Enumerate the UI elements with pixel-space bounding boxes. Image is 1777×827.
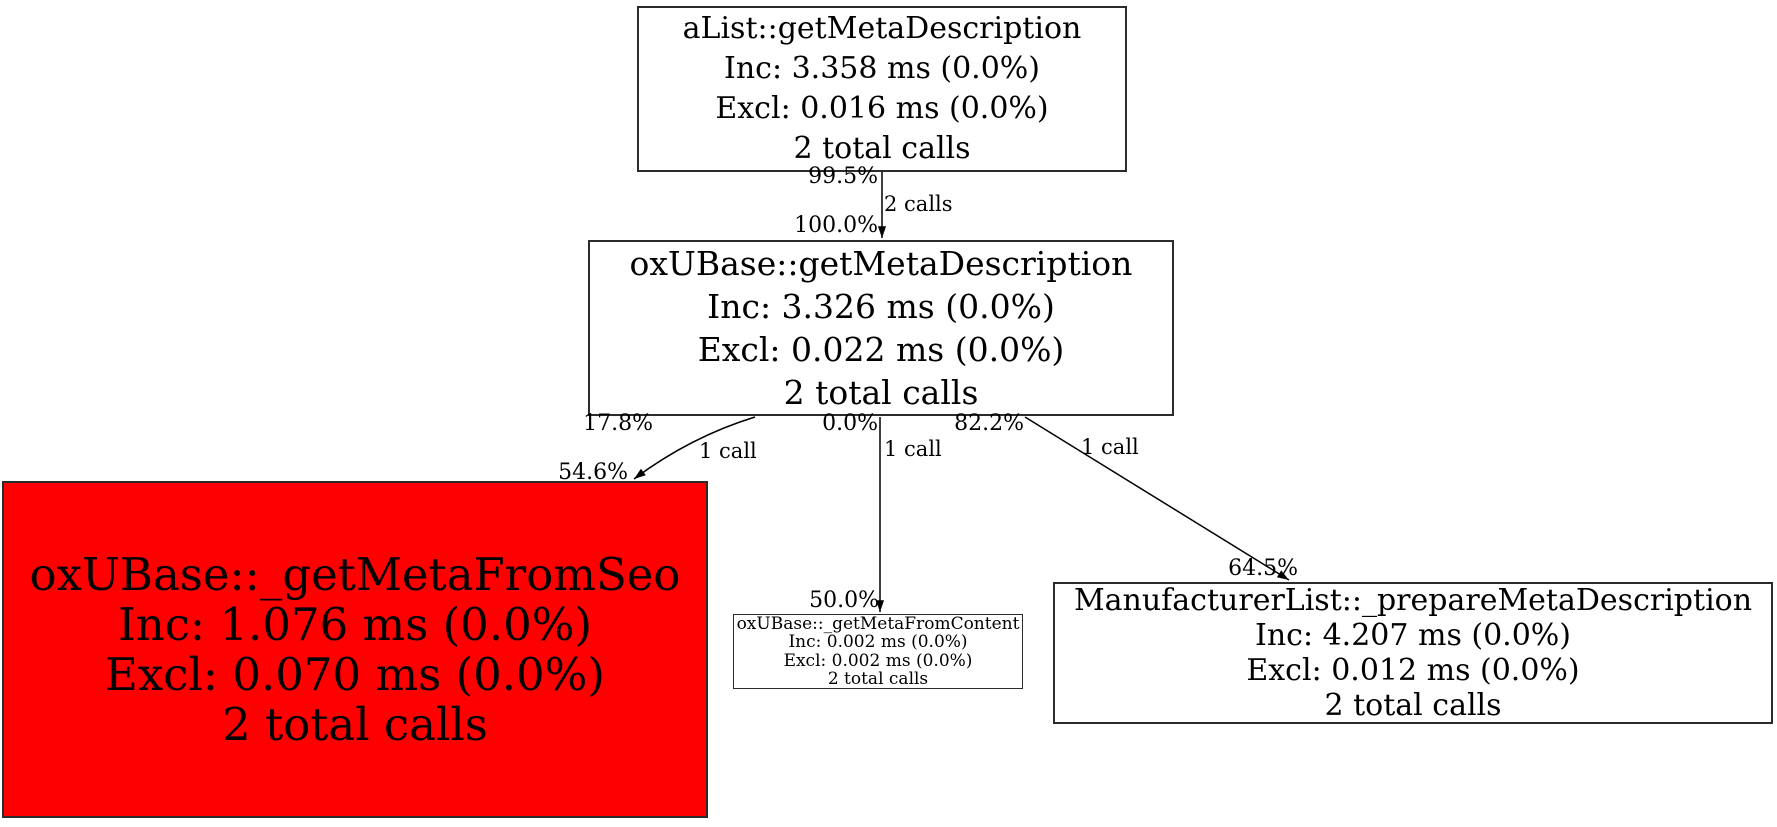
node-inclusive-time: Inc: 3.326 ms (0.0%) (707, 287, 1055, 326)
node-exclusive-time: Excl: 0.002 ms (0.0%) (783, 650, 973, 671)
node-inclusive-time: Inc: 1.076 ms (0.0%) (117, 597, 593, 651)
edge-target-percent-label: 54.6% (558, 460, 628, 485)
node-exclusive-time: Excl: 0.016 ms (0.0%) (715, 91, 1049, 126)
node-title: ManufacturerList::_prepareMetaDescriptio… (1073, 583, 1753, 618)
edge-source-percent-label: 82.2% (954, 411, 1024, 436)
edge-source-percent-label: 99.5% (808, 164, 878, 189)
node-title: aList::getMetaDescription (682, 11, 1082, 46)
edge-source-percent-label: 17.8% (583, 411, 653, 436)
node-inclusive-time: Inc: 4.207 ms (0.0%) (1254, 618, 1572, 653)
node-total-calls: 2 total calls (1324, 688, 1502, 723)
node-title: oxUBase::getMetaDescription (629, 244, 1133, 283)
node-total-calls: 2 total calls (827, 669, 929, 689)
node-inclusive-time: Inc: 0.002 ms (0.0%) (788, 632, 968, 652)
node-oxubase-get-meta-description: oxUBase::getMetaDescription Inc: 3.326 m… (588, 240, 1174, 416)
edge-target-percent-label: 100.0% (794, 213, 878, 238)
node-oxubase-get-meta-from-seo: oxUBase::_getMetaFromSeo Inc: 1.076 ms (… (2, 481, 708, 818)
node-total-calls: 2 total calls (793, 131, 971, 166)
node-exclusive-time: Excl: 0.012 ms (0.0%) (1246, 653, 1580, 688)
edge-calls-label: 1 call (1081, 435, 1139, 459)
edge-source-percent-label: 0.0% (822, 411, 878, 436)
node-inclusive-time: Inc: 3.358 ms (0.0%) (723, 51, 1041, 86)
edge-calls-label: 1 call (699, 439, 757, 463)
node-exclusive-time: Excl: 0.022 ms (0.0%) (697, 330, 1065, 369)
edge-target-percent-label: 64.5% (1228, 556, 1298, 581)
node-manufacturerlist-prepare-meta-description: ManufacturerList::_prepareMetaDescriptio… (1053, 582, 1773, 724)
edge-calls-label: 2 calls (884, 192, 953, 216)
node-total-calls: 2 total calls (222, 697, 488, 751)
node-title: oxUBase::_getMetaFromSeo (29, 547, 681, 601)
edge-target-percent-label: 50.0% (809, 588, 879, 613)
edge-calls-label: 1 call (884, 437, 942, 461)
node-alist-get-meta-description: aList::getMetaDescription Inc: 3.358 ms … (637, 6, 1127, 172)
node-oxubase-get-meta-from-content: oxUBase::_getMetaFromContent Inc: 0.002 … (733, 614, 1023, 689)
node-total-calls: 2 total calls (783, 373, 979, 412)
node-exclusive-time: Excl: 0.070 ms (0.0%) (105, 647, 605, 701)
node-title: oxUBase::_getMetaFromContent (736, 613, 1020, 634)
